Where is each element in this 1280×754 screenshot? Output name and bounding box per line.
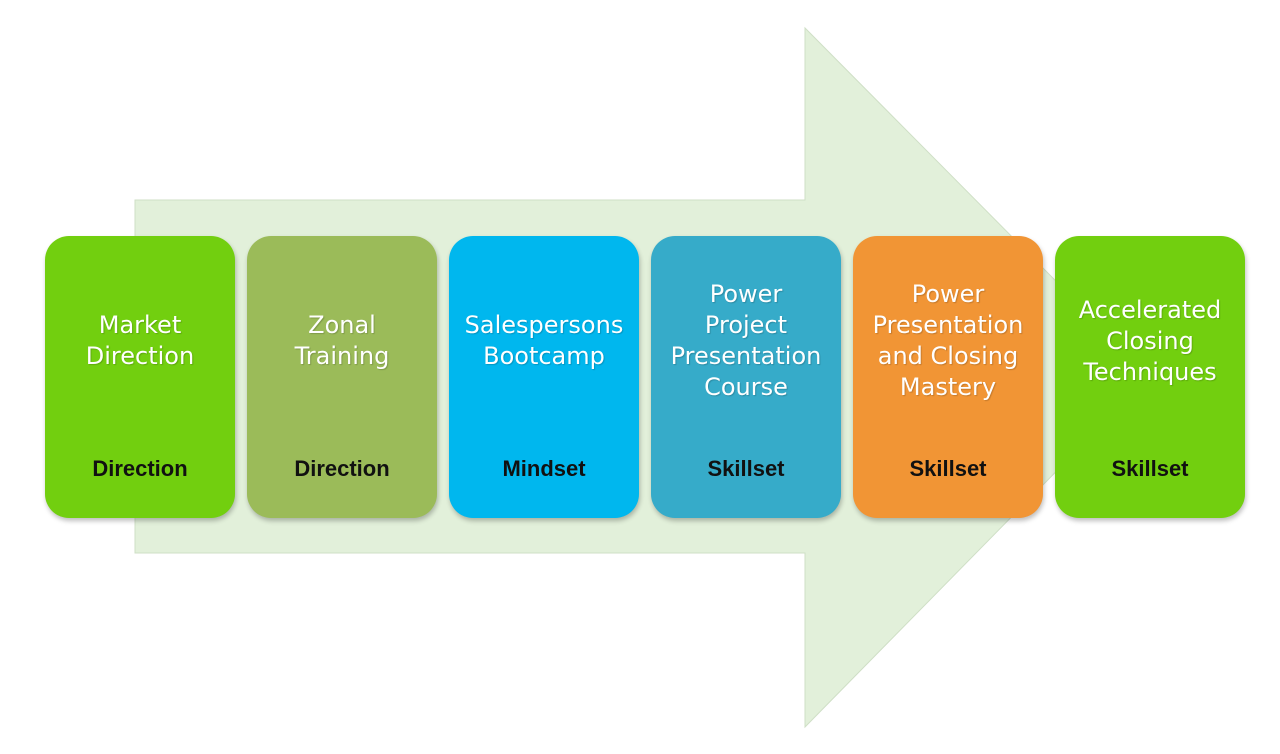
stage-title: Market Direction <box>85 311 195 370</box>
stage-title: Salespersons Bootcamp <box>464 311 624 370</box>
stage-accelerated-closing-techniques: Accelerated Closing Techniques Skillset <box>1055 236 1245 518</box>
stage-title: Zonal Training <box>294 311 390 370</box>
stage-category: Skillset <box>1111 456 1189 481</box>
stage-category: Direction <box>92 456 188 481</box>
stage-category: Skillset <box>707 456 785 481</box>
stage-market-direction: Market Direction Direction <box>45 236 235 518</box>
process-arrow-shape <box>134 26 1151 729</box>
stage-salespersons-bootcamp: Salespersons Bootcamp Mindset <box>449 236 639 518</box>
stage-title: Power Presentation and Closing Mastery <box>872 280 1024 401</box>
stage-category: Mindset <box>502 456 586 481</box>
stage-title: Accelerated Closing Techniques <box>1078 295 1222 386</box>
stage-category: Direction <box>294 456 390 481</box>
stage-power-project-presentation-course: Power Project Presentation Course Skills… <box>651 236 841 518</box>
stage-zonal-training: Zonal Training Direction <box>247 236 437 518</box>
stage-category: Skillset <box>909 456 987 481</box>
stage-title: Power Project Presentation Course <box>670 280 822 401</box>
stage-power-presentation-closing-mastery: Power Presentation and Closing Mastery S… <box>853 236 1043 518</box>
